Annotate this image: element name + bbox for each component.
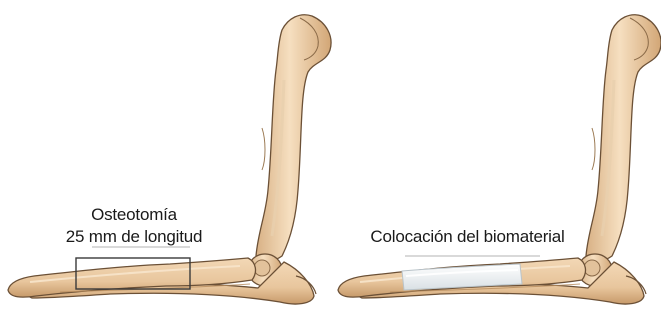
osteotomy-label-length: 25 mm de longitud — [44, 227, 224, 247]
panel-left — [8, 15, 331, 304]
forelimb-bones-right — [338, 15, 661, 304]
forelimb-bones-left — [8, 15, 331, 304]
osteotomy-label-title: Osteotomía — [54, 205, 214, 225]
panel-right — [338, 15, 661, 304]
biomaterial-label: Colocación del biomaterial — [355, 227, 580, 247]
